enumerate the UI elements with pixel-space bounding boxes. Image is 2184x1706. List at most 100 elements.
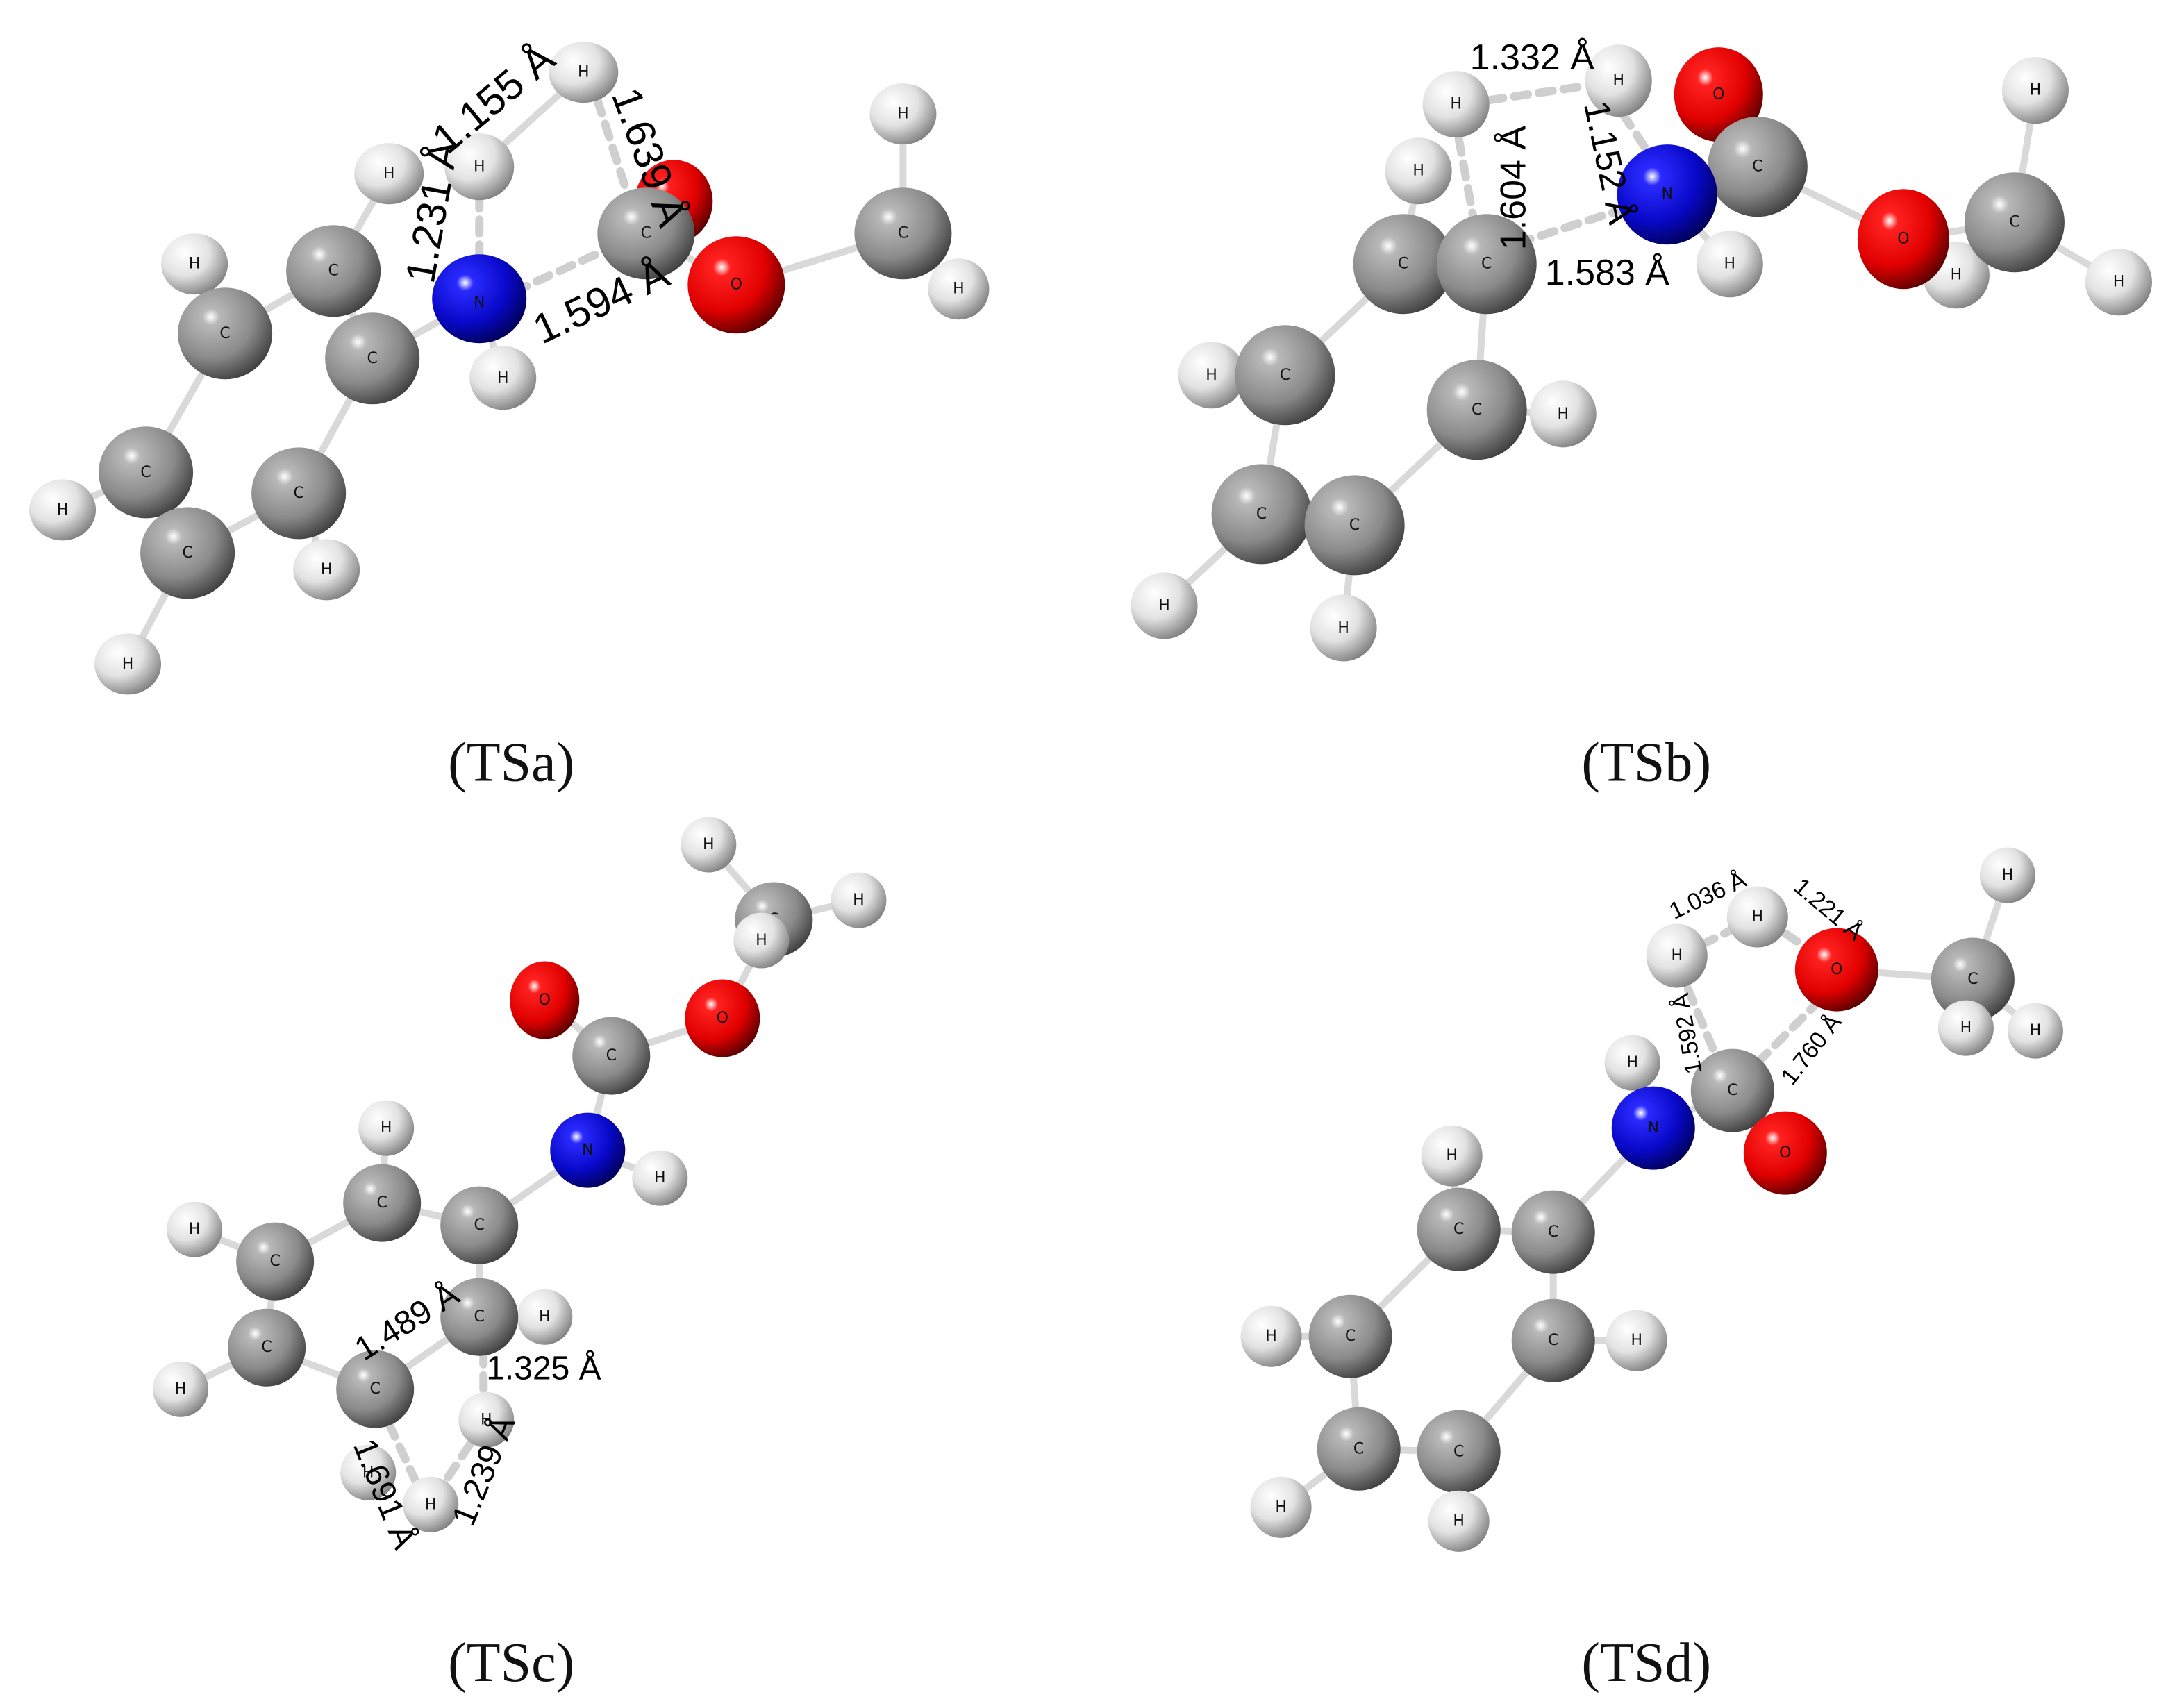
svg-text:H: H — [578, 64, 590, 81]
svg-text:H: H — [189, 1221, 201, 1238]
svg-text:H: H — [1724, 256, 1736, 273]
atom-h: H — [403, 1476, 459, 1532]
svg-text:H: H — [2113, 274, 2125, 291]
atom-h: H — [632, 1150, 688, 1206]
svg-text:C: C — [1453, 1443, 1464, 1460]
svg-text:H: H — [2002, 867, 2014, 884]
svg-text:H: H — [381, 1119, 392, 1137]
atom-h: H — [1310, 594, 1377, 662]
atom-h: H — [1696, 231, 1763, 298]
svg-text:H: H — [2030, 1022, 2042, 1039]
svg-text:O: O — [1897, 231, 1909, 248]
svg-text:C: C — [1548, 1223, 1558, 1241]
distance-label: 1.760 Å — [1776, 1010, 1847, 1090]
atom-c: C — [440, 1186, 519, 1264]
panel-tsb: O H H H C N H H H O C H C C H C H C C C — [1131, 37, 2152, 793]
svg-text:C: C — [1353, 1440, 1364, 1457]
atoms: H C H H O O C H N H C C H C H C C H H C — [153, 817, 887, 1532]
atom-h: H — [161, 233, 228, 295]
svg-text:H: H — [1951, 267, 1962, 284]
svg-text:N: N — [582, 1141, 593, 1159]
distance-label: 1.325 Å — [486, 1350, 601, 1387]
atom-h: H — [1937, 1000, 1994, 1056]
svg-text:C: C — [1472, 401, 1482, 419]
svg-text:C: C — [1256, 505, 1267, 523]
atom-h: H — [1604, 1035, 1660, 1091]
svg-text:N: N — [1648, 1119, 1659, 1137]
atom-n: N — [432, 254, 527, 344]
svg-text:C: C — [293, 485, 303, 502]
svg-text:H: H — [1960, 1019, 1972, 1037]
svg-text:H: H — [362, 1464, 374, 1481]
distance-label: 1.604 Å — [1494, 126, 1534, 251]
svg-text:C: C — [328, 262, 338, 280]
atom-h: H — [733, 912, 790, 969]
svg-text:H: H — [122, 655, 134, 673]
svg-text:H: H — [953, 281, 965, 298]
svg-text:C: C — [140, 464, 151, 481]
atom-c: C — [1690, 1048, 1774, 1132]
atom-h: H — [1529, 380, 1597, 448]
svg-text:C: C — [1349, 517, 1360, 534]
svg-text:N: N — [1662, 186, 1673, 203]
panel-tsc: H C H H O O C H N H C C H C H C C H H C — [153, 817, 887, 1694]
atom-h: H — [2007, 1003, 2063, 1059]
svg-text:H: H — [425, 1496, 437, 1513]
atom-h: H — [167, 1201, 223, 1257]
svg-text:C: C — [1548, 1332, 1558, 1349]
atom-c: C — [1235, 325, 1335, 426]
atom-h: H — [1421, 1125, 1483, 1187]
atom-c: C — [1511, 1190, 1595, 1274]
svg-text:C: C — [1481, 256, 1492, 273]
svg-text:C: C — [219, 325, 230, 342]
atom-h: H — [1131, 572, 1198, 639]
atom-c: C — [1707, 117, 1808, 217]
atom-o: O — [687, 236, 785, 334]
atoms: H H H O C H H H C N O H C C H C H C C C — [1240, 847, 2063, 1552]
atom-h: H — [549, 42, 619, 103]
svg-text:H: H — [703, 836, 715, 853]
svg-text:H: H — [497, 369, 509, 387]
svg-text:C: C — [367, 350, 377, 367]
svg-text:C: C — [1280, 367, 1290, 384]
svg-text:C: C — [1345, 1328, 1356, 1345]
atom-c: C — [1426, 360, 1527, 460]
svg-text:H: H — [175, 1380, 187, 1398]
distance-label: 1.332 Å — [1470, 37, 1595, 78]
atom-h: H — [94, 633, 162, 695]
svg-text:H: H — [1612, 72, 1624, 90]
atom-c: C — [1931, 937, 2015, 1021]
atom-c: C — [178, 287, 273, 380]
svg-text:C: C — [898, 225, 908, 242]
atom-c: C — [1211, 464, 1312, 565]
svg-text:N: N — [474, 294, 485, 312]
svg-text:H: H — [1453, 1512, 1465, 1530]
svg-text:H: H — [756, 932, 767, 949]
svg-text:H: H — [2030, 82, 2042, 99]
svg-text:H: H — [654, 1169, 666, 1187]
svg-text:O: O — [1779, 1144, 1791, 1162]
atom-c: C — [228, 1308, 306, 1387]
atom-h: H — [517, 1289, 573, 1345]
atom-c: C — [343, 1164, 422, 1242]
atom-h: H — [458, 1391, 515, 1448]
atom-h: H — [831, 872, 887, 928]
atom-h: H — [153, 1361, 209, 1417]
svg-text:H: H — [897, 106, 909, 123]
caption-tsa: (TSa) — [448, 732, 574, 793]
atom-h: H — [293, 539, 360, 601]
atom-h: H — [1428, 1490, 1490, 1552]
svg-text:C: C — [641, 225, 651, 242]
atom-o: O — [685, 979, 760, 1057]
svg-text:C: C — [182, 544, 192, 562]
distance-label: 1.592 Å — [1667, 991, 1708, 1076]
atom-n: N — [550, 1112, 626, 1188]
svg-text:H: H — [1265, 1328, 1277, 1345]
atom-c: C — [336, 1350, 415, 1428]
svg-text:H: H — [474, 158, 485, 176]
atom-h: H — [1979, 847, 2035, 903]
svg-text:C: C — [269, 1253, 280, 1270]
atom-h: H — [358, 1100, 415, 1156]
